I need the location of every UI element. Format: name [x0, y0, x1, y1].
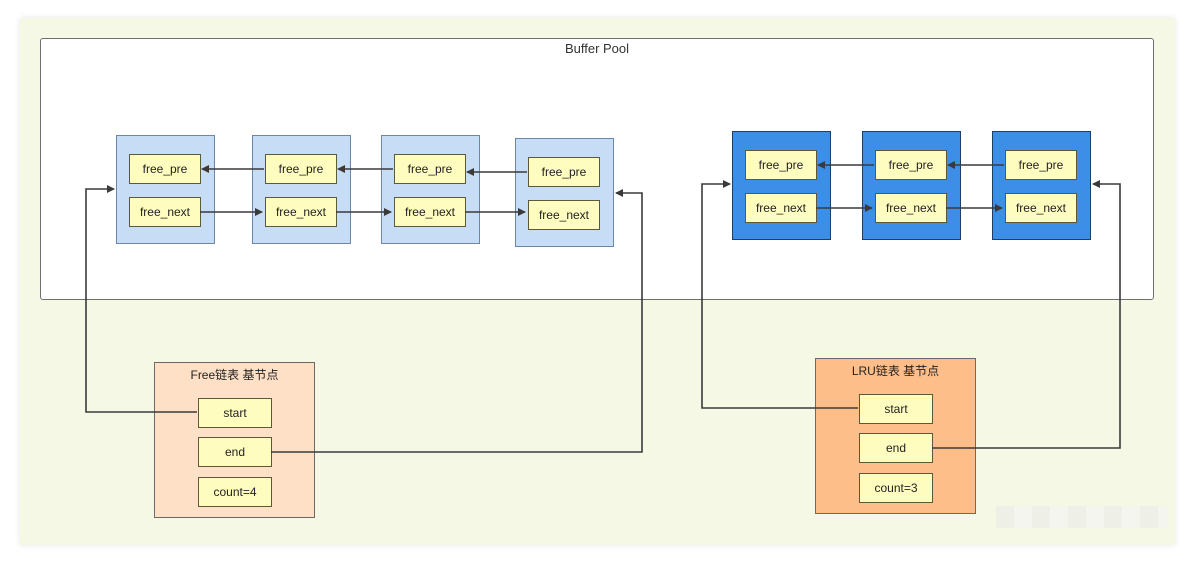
free-node-1-next: free_next — [129, 197, 201, 227]
lru-base-start: start — [859, 394, 933, 424]
lru-node-3-next: free_next — [1005, 193, 1077, 223]
free-base-end: end — [198, 437, 272, 467]
free-node-4-next: free_next — [528, 200, 600, 230]
free-base-count: count=4 — [198, 477, 272, 507]
free-node-3-pre: free_pre — [394, 154, 466, 184]
free-node-2-next: free_next — [265, 197, 337, 227]
free-node-1-pre: free_pre — [129, 154, 201, 184]
lru-node-1: free_pre free_next — [732, 131, 831, 240]
lru-base-count: count=3 — [859, 473, 933, 503]
free-node-4-pre: free_pre — [528, 157, 600, 187]
free-node-1: free_pre free_next — [116, 135, 215, 244]
lru-node-2-pre: free_pre — [875, 150, 947, 180]
lru-node-3-pre: free_pre — [1005, 150, 1077, 180]
watermark-overlay — [996, 506, 1168, 528]
lru-node-3: free_pre free_next — [992, 131, 1091, 240]
free-list-base-title: Free链表 基节点 — [190, 368, 279, 382]
free-node-2-pre: free_pre — [265, 154, 337, 184]
free-node-3: free_pre free_next — [381, 135, 480, 244]
free-node-3-next: free_next — [394, 197, 466, 227]
free-node-2: free_pre free_next — [252, 135, 351, 244]
lru-node-2-next: free_next — [875, 193, 947, 223]
buffer-pool-title: Buffer Pool — [564, 41, 630, 56]
lru-list-base-title: LRU链表 基节点 — [851, 364, 940, 378]
lru-base-end: end — [859, 433, 933, 463]
free-node-4: free_pre free_next — [515, 138, 614, 247]
free-list-base-node: Free链表 基节点 start end count=4 — [154, 362, 315, 518]
lru-list-base-node: LRU链表 基节点 start end count=3 — [815, 358, 976, 514]
free-base-start: start — [198, 398, 272, 428]
lru-node-1-next: free_next — [745, 193, 817, 223]
lru-node-1-pre: free_pre — [745, 150, 817, 180]
lru-node-2: free_pre free_next — [862, 131, 961, 240]
